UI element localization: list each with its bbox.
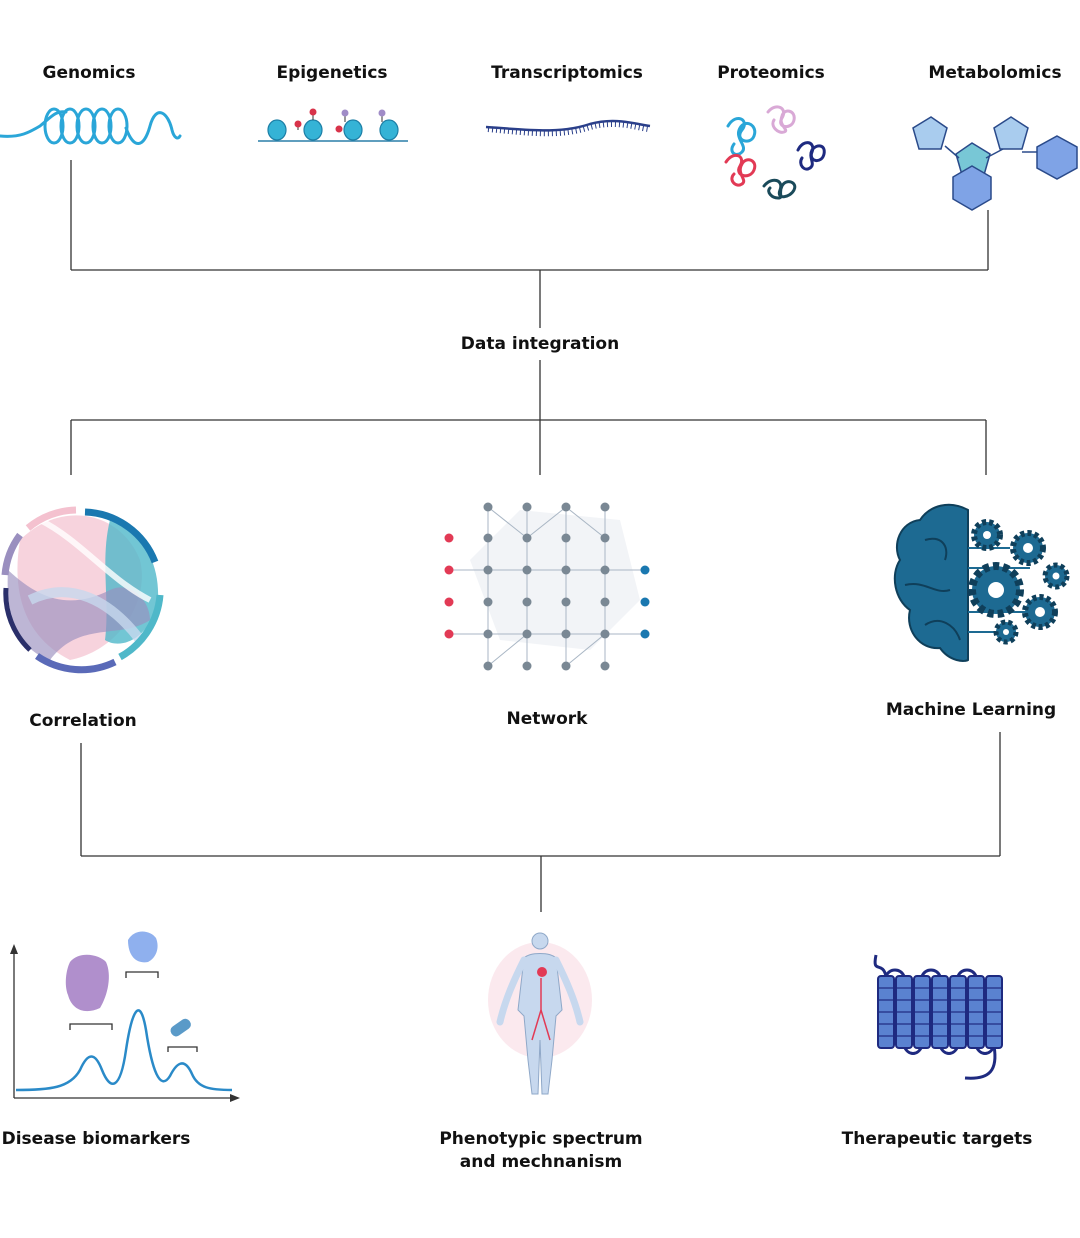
human-figure-icon	[488, 932, 592, 1095]
nucleosome-chain-icon	[258, 108, 408, 142]
transcriptomics-label: Transcriptomics	[491, 63, 643, 83]
data-integration-label: Data integration	[460, 334, 620, 354]
metabolite-molecules-icon	[912, 116, 1078, 211]
dna-coil-icon	[0, 107, 182, 145]
middle-bracket	[70, 360, 987, 475]
top-bracket	[70, 160, 989, 328]
brain-gears-icon	[893, 503, 1070, 662]
chromatogram-icon	[10, 931, 240, 1102]
protein-cluster-icon	[724, 105, 826, 200]
disease-biomarkers-label: Disease biomarkers	[1, 1129, 191, 1149]
mrna-strand-icon	[485, 119, 651, 137]
therapeutic-targets-label: Therapeutic targets	[841, 1129, 1033, 1149]
genomics-label: Genomics	[42, 63, 136, 83]
network-label: Network	[506, 709, 588, 729]
metabolomics-label: Metabolomics	[928, 63, 1062, 83]
correlation-label: Correlation	[29, 711, 137, 731]
machine-learning-label: Machine Learning	[885, 700, 1057, 720]
transmembrane-protein-icon	[873, 954, 1003, 1080]
epigenetics-label: Epigenetics	[276, 63, 388, 83]
bottom-bracket	[80, 732, 1001, 912]
phenotypic-label-line1: Phenotypic spectrum	[439, 1129, 643, 1149]
network-graph-icon	[444, 502, 650, 671]
proteomics-label: Proteomics	[717, 63, 825, 83]
phenotypic-label-line2: and mechnanism	[459, 1152, 623, 1172]
chord-diagram-icon	[1, 506, 164, 674]
